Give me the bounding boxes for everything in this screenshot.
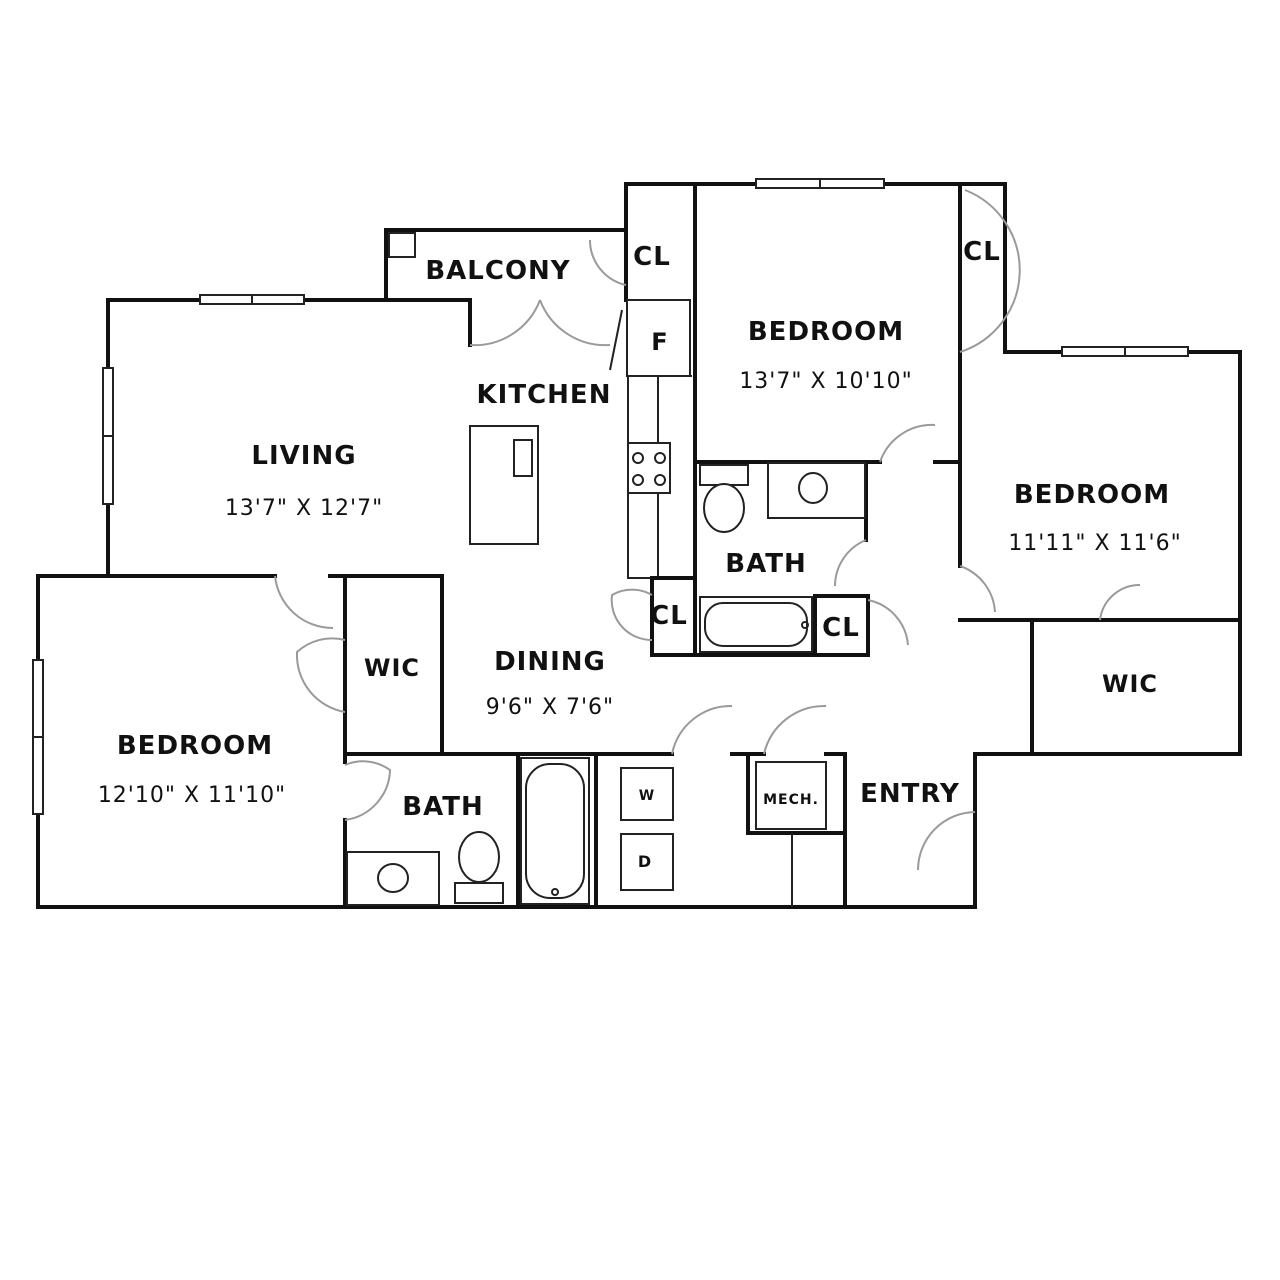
washer bbox=[620, 767, 674, 821]
label-bath-left: BATH bbox=[402, 792, 483, 822]
sink-center bbox=[767, 462, 866, 519]
label-closet-balcony: CL bbox=[633, 242, 671, 272]
toilet-left bbox=[454, 831, 504, 904]
door-swings bbox=[274, 189, 1141, 871]
label-living: LIVING bbox=[251, 441, 356, 471]
dim-bedroom-right: 11'11" X 11'6" bbox=[1008, 531, 1181, 556]
toilet-center bbox=[699, 464, 749, 533]
dim-dining: 9'6" X 7'6" bbox=[486, 695, 614, 720]
label-bath-center: BATH bbox=[725, 549, 806, 579]
fixtures bbox=[346, 425, 866, 906]
dim-living: 13'7" X 12'7" bbox=[225, 496, 383, 521]
label-kitchen: KITCHEN bbox=[477, 380, 612, 410]
label-bedroom-left: BEDROOM bbox=[117, 731, 273, 761]
sink-left bbox=[346, 851, 440, 906]
dim-bedroom-top: 13'7" X 10'10" bbox=[739, 369, 912, 394]
label-dryer: D bbox=[638, 852, 652, 871]
mech-unit bbox=[755, 761, 827, 830]
label-closet-hall-left: CL bbox=[650, 601, 688, 631]
bathtub-left bbox=[520, 757, 590, 905]
label-closet-hall-right: CL bbox=[822, 613, 860, 643]
label-fridge: F bbox=[651, 328, 668, 356]
windows bbox=[32, 178, 1189, 815]
cooktop bbox=[627, 442, 671, 494]
dryer bbox=[620, 833, 674, 891]
label-bedroom-right: BEDROOM bbox=[1014, 480, 1170, 510]
label-washer: W bbox=[639, 788, 655, 804]
room-labels: BALCONY CL CL F KITCHEN LIVING 13'7" X 1… bbox=[98, 237, 1181, 871]
label-closet-master: CL bbox=[963, 237, 1001, 267]
label-entry: ENTRY bbox=[860, 779, 960, 809]
label-mech: MECH. bbox=[763, 792, 819, 808]
label-balcony: BALCONY bbox=[425, 256, 570, 286]
dim-bedroom-left: 12'10" X 11'10" bbox=[98, 783, 286, 808]
label-bedroom-top: BEDROOM bbox=[748, 317, 904, 347]
label-wic-left: WIC bbox=[364, 654, 420, 682]
label-wic-right: WIC bbox=[1102, 670, 1158, 698]
bathtub-center bbox=[699, 596, 813, 653]
label-dining: DINING bbox=[494, 647, 606, 677]
